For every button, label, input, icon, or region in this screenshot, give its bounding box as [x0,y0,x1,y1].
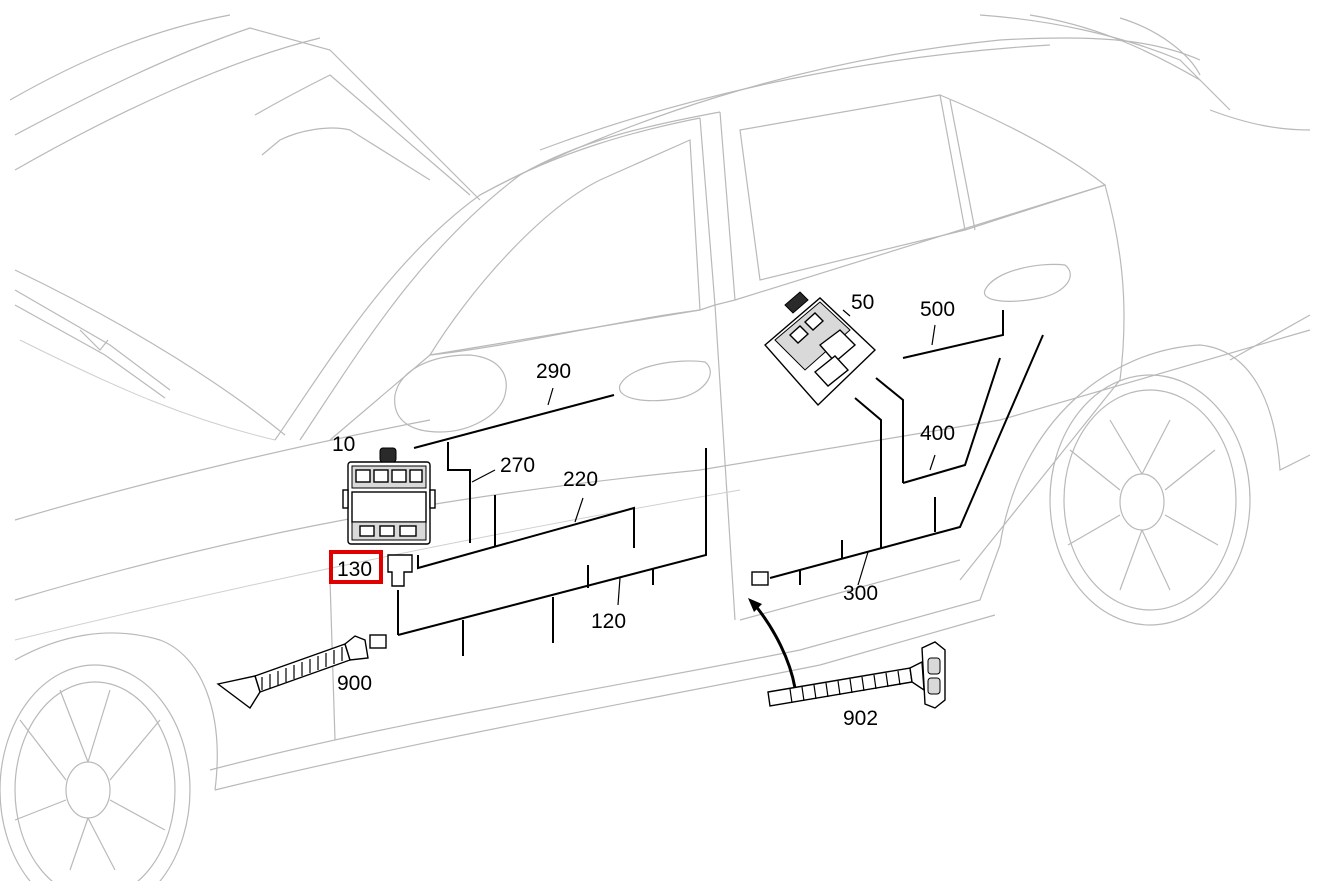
insertion-arrow [748,598,797,689]
corrugated-tube-900 [216,635,369,710]
callout-130[interactable]: 130 [337,558,372,581]
callout-290[interactable]: 290 [536,360,571,383]
leader-lines [471,309,936,606]
front-door-harness [397,394,707,656]
callout-labels: 10 50 120 220 270 290 300 400 500 900 90… [329,291,955,730]
callout-220[interactable]: 220 [563,468,598,491]
callout-300[interactable]: 300 [843,582,878,605]
rear-wheel [1049,374,1251,626]
connector-130 [387,554,413,587]
callout-10[interactable]: 10 [332,433,355,456]
callout-902[interactable]: 902 [843,707,878,730]
front-wheel [0,664,191,881]
callout-900[interactable]: 900 [337,672,372,695]
callout-270[interactable]: 270 [500,454,535,477]
callout-500[interactable]: 500 [920,298,955,321]
callout-400[interactable]: 400 [920,422,955,445]
control-module-50 [764,291,877,407]
highlight-box-130 [329,550,383,584]
car-body-outline [0,14,1311,881]
plug-300-end [751,571,769,586]
callout-50[interactable]: 50 [851,291,874,314]
control-module-10 [342,447,436,545]
rear-door-harness [769,310,1044,585]
plug-900-end [369,634,387,649]
corrugated-tube-902 [767,641,946,709]
callout-120[interactable]: 120 [591,610,626,633]
